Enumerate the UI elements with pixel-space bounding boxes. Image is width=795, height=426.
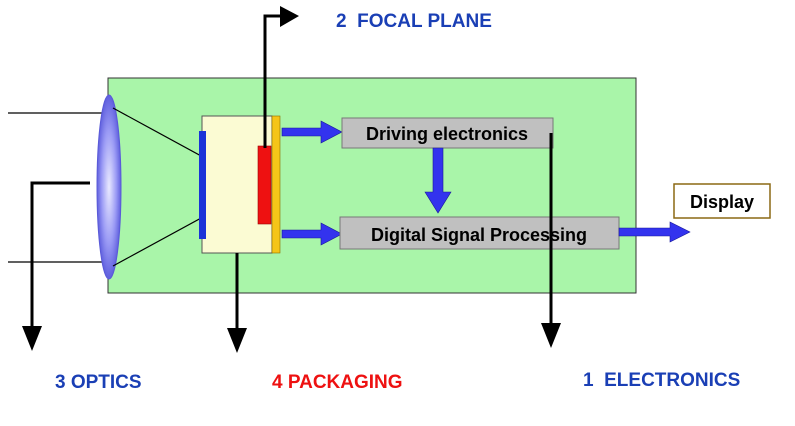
focal-plane-detector [257, 145, 272, 225]
focal-plane-leader [263, 14, 282, 148]
display-box [673, 183, 771, 219]
display-label: Display [690, 192, 754, 212]
focal-plane-label: 2 FOCAL PLANE [336, 11, 492, 32]
optical-window [199, 131, 206, 239]
arrow-driving-to-dsp [424, 147, 452, 214]
electronics-arrowhead [541, 323, 561, 348]
substrate [271, 115, 281, 254]
packaging-arrowhead [227, 328, 247, 353]
packaging-label: 4 PACKAGING [272, 372, 403, 393]
arrow-to-driving [281, 120, 343, 144]
electronics-label: 1 ELECTRONICS [583, 370, 740, 391]
lens [96, 94, 122, 280]
optics-arrowhead [22, 326, 42, 351]
arrow-to-dsp [281, 222, 343, 246]
driving-electronics-block [341, 117, 554, 149]
dsp-label: Digital Signal Processing [371, 225, 587, 245]
focal-plane-arrowhead [280, 6, 299, 27]
arrow-dsp-to-display [618, 221, 691, 243]
optics-label: 3 OPTICS [55, 372, 142, 393]
optics-leader [30, 181, 90, 328]
driving-electronics-label: Driving electronics [366, 124, 528, 144]
dsp-block [339, 216, 620, 250]
electronics-board [107, 77, 637, 294]
